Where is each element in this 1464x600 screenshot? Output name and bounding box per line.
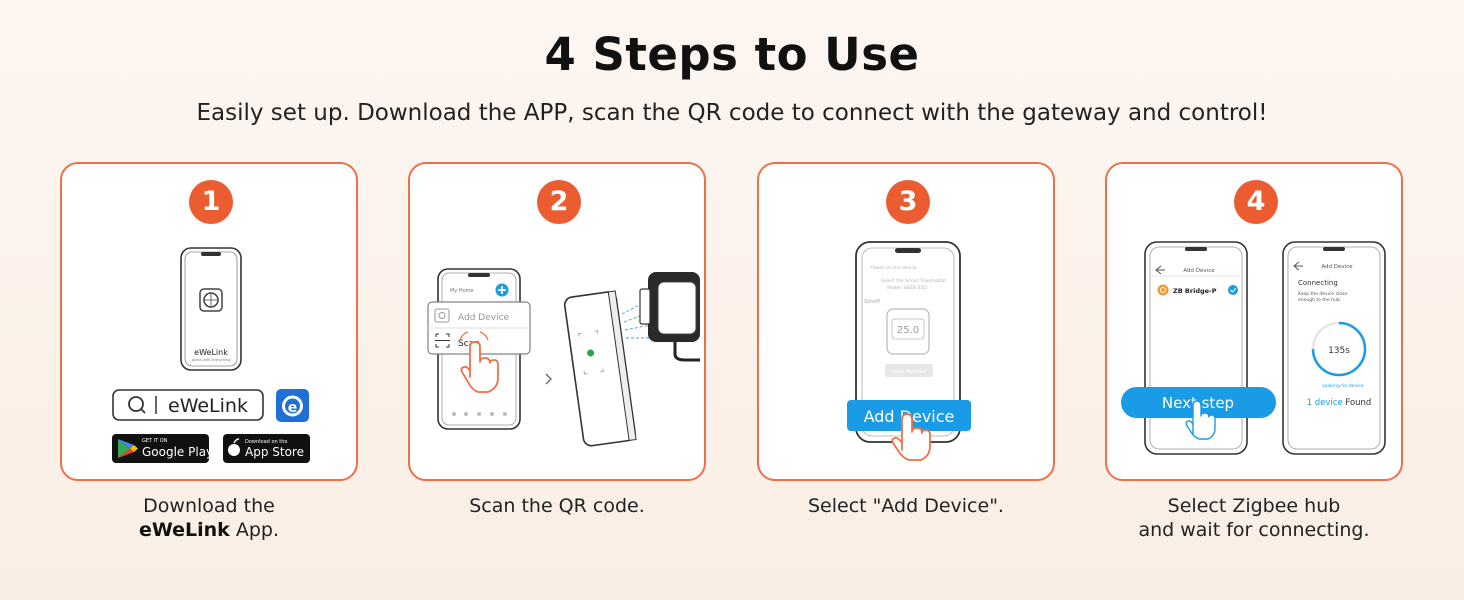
svg-text:e: e [288, 400, 298, 416]
search-icon [128, 396, 146, 414]
device-name[interactable]: ZB Bridge-P [1173, 287, 1217, 295]
back-arrow-icon[interactable] [1155, 265, 1165, 275]
ewelink-app-icon: e [276, 389, 309, 422]
google-play-small: GET IT ON [142, 438, 168, 444]
app-store-label: App Store [245, 445, 304, 459]
app-store-badge: Download on the App Store [223, 434, 310, 463]
plus-icon[interactable] [495, 283, 509, 297]
page-title: 4 Steps to Use [544, 28, 920, 81]
apple-icon [228, 438, 240, 456]
app-store-small: Download on the [245, 439, 287, 445]
page-subtitle: Easily set up. Download the APP, scan th… [196, 100, 1268, 126]
app-search-text: eWeLink [168, 395, 248, 417]
check-icon [1228, 285, 1238, 295]
back-arrow-icon[interactable] [1293, 261, 1303, 271]
left-header: Add Device [1183, 268, 1215, 274]
scanning-phone [563, 290, 637, 447]
ewelink-logo-icon [199, 288, 223, 312]
step-1-illustration: eWeLink works with everything eWeLink e [112, 247, 310, 463]
scan-icon [435, 333, 450, 348]
add-device-icon [434, 308, 450, 323]
screen-line-2: Select the Smart Thermostat [881, 278, 946, 284]
phone-header: My Home [450, 288, 474, 294]
step-1-caption-line1: Download the [143, 495, 275, 517]
app-search-box [112, 389, 264, 421]
thermometer-value: 25.0 [897, 325, 919, 336]
found-count: 1 device [1307, 398, 1343, 408]
google-play-label: Google Play [142, 445, 213, 459]
step-card-1: 1 eWeLink works with everything eWeLink … [60, 162, 358, 481]
connecting-desc-1: Keep the device close [1298, 291, 1347, 297]
google-play-icon [118, 439, 138, 458]
chevron-right-icon [545, 373, 552, 385]
timer-value: 135s [1328, 346, 1350, 356]
menu-scan[interactable]: Scan [458, 339, 480, 349]
step-card-4: 4 Add Device ZB Bridge-P Next step Add [1105, 162, 1403, 481]
step-number-2: 2 [537, 180, 581, 224]
phone-outline [855, 241, 961, 443]
thermometer-icon: 25.0 [886, 308, 930, 355]
found-label: Found [1343, 398, 1372, 408]
looking-for-device: Looking for device [1322, 383, 1364, 389]
step-3-illustration: Power on the device Select the Smart The… [847, 241, 971, 461]
step-caption-4: Select Zigbee hub and wait for connectin… [1105, 494, 1403, 542]
step-number-4: 4 [1234, 180, 1278, 224]
step-4-caption-line2: and wait for connecting. [1138, 519, 1370, 541]
hand-pointer-icon [891, 413, 931, 461]
zigbee-gateway [639, 272, 700, 362]
phone-app-tagline: works with everything [192, 358, 231, 362]
step-1-caption-suffix: App. [229, 519, 280, 541]
screen-line-1: Power on the device [871, 265, 917, 271]
user-manual-button[interactable]: User Manual [892, 369, 927, 375]
progress-ring [1311, 321, 1367, 377]
step-number-1: 1 [189, 180, 233, 224]
step-card-2: 2 My Home Add Device Scan [408, 162, 706, 481]
step-card-3: 3 Power on the device Select the Smart T… [757, 162, 1055, 481]
menu-add-device[interactable]: Add Device [458, 313, 510, 323]
step-4-caption-line1: Select Zigbee hub [1167, 495, 1341, 517]
connecting-title: Connecting [1298, 279, 1338, 287]
right-header: Add Device [1321, 264, 1353, 270]
hand-pointer-icon [1185, 400, 1216, 440]
step-1-caption-app: eWeLink [138, 519, 230, 541]
step-caption-1: Download the eWeLink App. [60, 494, 358, 542]
step-4-illustration: Add Device ZB Bridge-P Next step Add Dev… [1121, 241, 1386, 455]
phone-app-name: eWeLink [194, 348, 228, 357]
step-caption-2: Scan the QR code. [469, 495, 645, 517]
step-caption-3: Select "Add Device". [808, 495, 1004, 517]
screen-line-3: Model: SNZB-02D [887, 285, 927, 291]
google-play-badge: GET IT ON Google Play [112, 434, 213, 463]
phone-outline-right [1282, 241, 1386, 455]
hand-pointer-icon [459, 331, 499, 393]
connecting-desc-2: enough to the hub. [1298, 297, 1341, 303]
step-2-illustration: My Home Add Device Scan [427, 268, 700, 447]
screen-brand: Sonoff [864, 299, 880, 305]
step-number-3: 3 [886, 180, 930, 224]
found-status: 1 device Found [1307, 398, 1372, 408]
